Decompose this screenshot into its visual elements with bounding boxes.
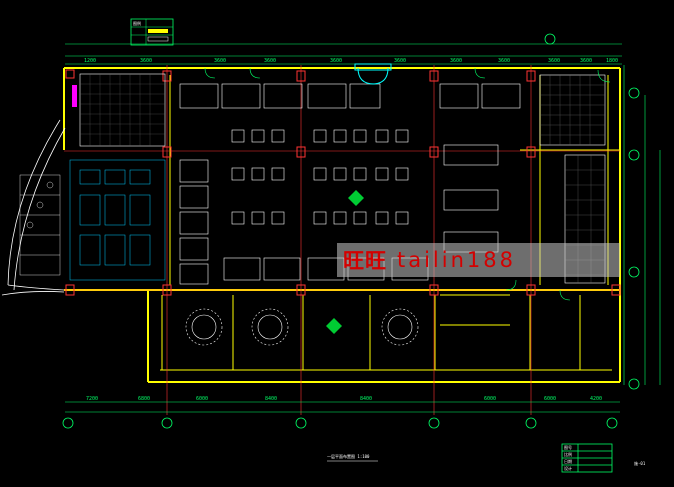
bottom-dim-label: 6000 <box>196 396 208 402</box>
bottom-dim-label: 8400 <box>360 396 372 402</box>
legend-bottom-cell: 比例 <box>564 451 572 457</box>
bottom-dim-label: 6000 <box>544 396 556 402</box>
watermark: 旺旺 tailin188 <box>337 243 620 277</box>
top-dim-label: 3600 <box>264 58 276 64</box>
plan-caption-text: 一层平面布置图 1:100 <box>327 453 370 459</box>
plan-caption: 一层平面布置图 1:100 <box>327 453 378 462</box>
booth-seating-left <box>179 159 209 285</box>
table-row-3 <box>231 211 409 225</box>
service-counters <box>443 144 499 253</box>
top-dim-label: 3600 <box>580 58 592 64</box>
bottom-dim-label: 7200 <box>86 396 98 402</box>
top-dim-labels: 1200 3600 3600 3600 3600 3600 3600 3600 … <box>84 58 618 64</box>
legend-bottom-cell: 图号 <box>564 444 572 450</box>
table-row-2 <box>231 167 409 181</box>
kitchen-equipment <box>19 174 61 276</box>
booth-seating-top <box>179 83 521 109</box>
top-dim-label: 1200 <box>84 58 96 64</box>
dining-tables <box>231 129 409 225</box>
bottom-dimension-lines <box>65 401 620 413</box>
top-dimension-lines <box>65 43 622 65</box>
legend-bottom <box>561 443 613 473</box>
legend-bottom-cell: 日期 <box>564 458 572 464</box>
bottom-dim-label: 8400 <box>265 396 277 402</box>
watermark-en: tailin188 <box>397 248 516 272</box>
bottom-dim-label: 6000 <box>484 396 496 402</box>
room-top-left <box>72 73 166 147</box>
grid-bubbles-bottom <box>62 417 618 429</box>
top-dim-label: 3600 <box>214 58 226 64</box>
legend-top: 图例 <box>130 18 174 46</box>
right-dimension-lines <box>623 65 661 385</box>
interior-walls <box>160 75 620 371</box>
top-dim-label: 3600 <box>330 58 342 64</box>
kitchen-area <box>69 159 166 281</box>
bottom-dim-label: 6800 <box>138 396 150 402</box>
top-dim-label: 3600 <box>548 58 560 64</box>
axis-lines <box>64 65 620 415</box>
top-dim-label: 3600 <box>498 58 510 64</box>
table-row-1 <box>231 129 409 143</box>
room-top-right <box>539 74 606 146</box>
watermark-cn: 旺旺 <box>343 249 387 273</box>
legend-bottom-cell: 设计 <box>564 465 572 471</box>
bottom-dim-labels: 7200 6800 6000 8400 8400 6000 6000 4200 <box>86 396 602 402</box>
grid-bubbles-top-right <box>544 33 640 390</box>
sheet-number: 施-01 <box>634 460 646 466</box>
entrance-doors <box>354 63 392 85</box>
legend-top-title: 图例 <box>133 20 141 26</box>
top-dim-label: 3600 <box>394 58 406 64</box>
planters <box>326 190 364 334</box>
interior-doors <box>204 67 611 301</box>
private-rooms <box>185 308 419 346</box>
curved-left-wall <box>1 119 66 296</box>
bottom-dim-label: 4200 <box>590 396 602 402</box>
top-dim-label: 3600 <box>140 58 152 64</box>
top-dim-label: 1800 <box>606 58 618 64</box>
top-dim-label: 3600 <box>450 58 462 64</box>
